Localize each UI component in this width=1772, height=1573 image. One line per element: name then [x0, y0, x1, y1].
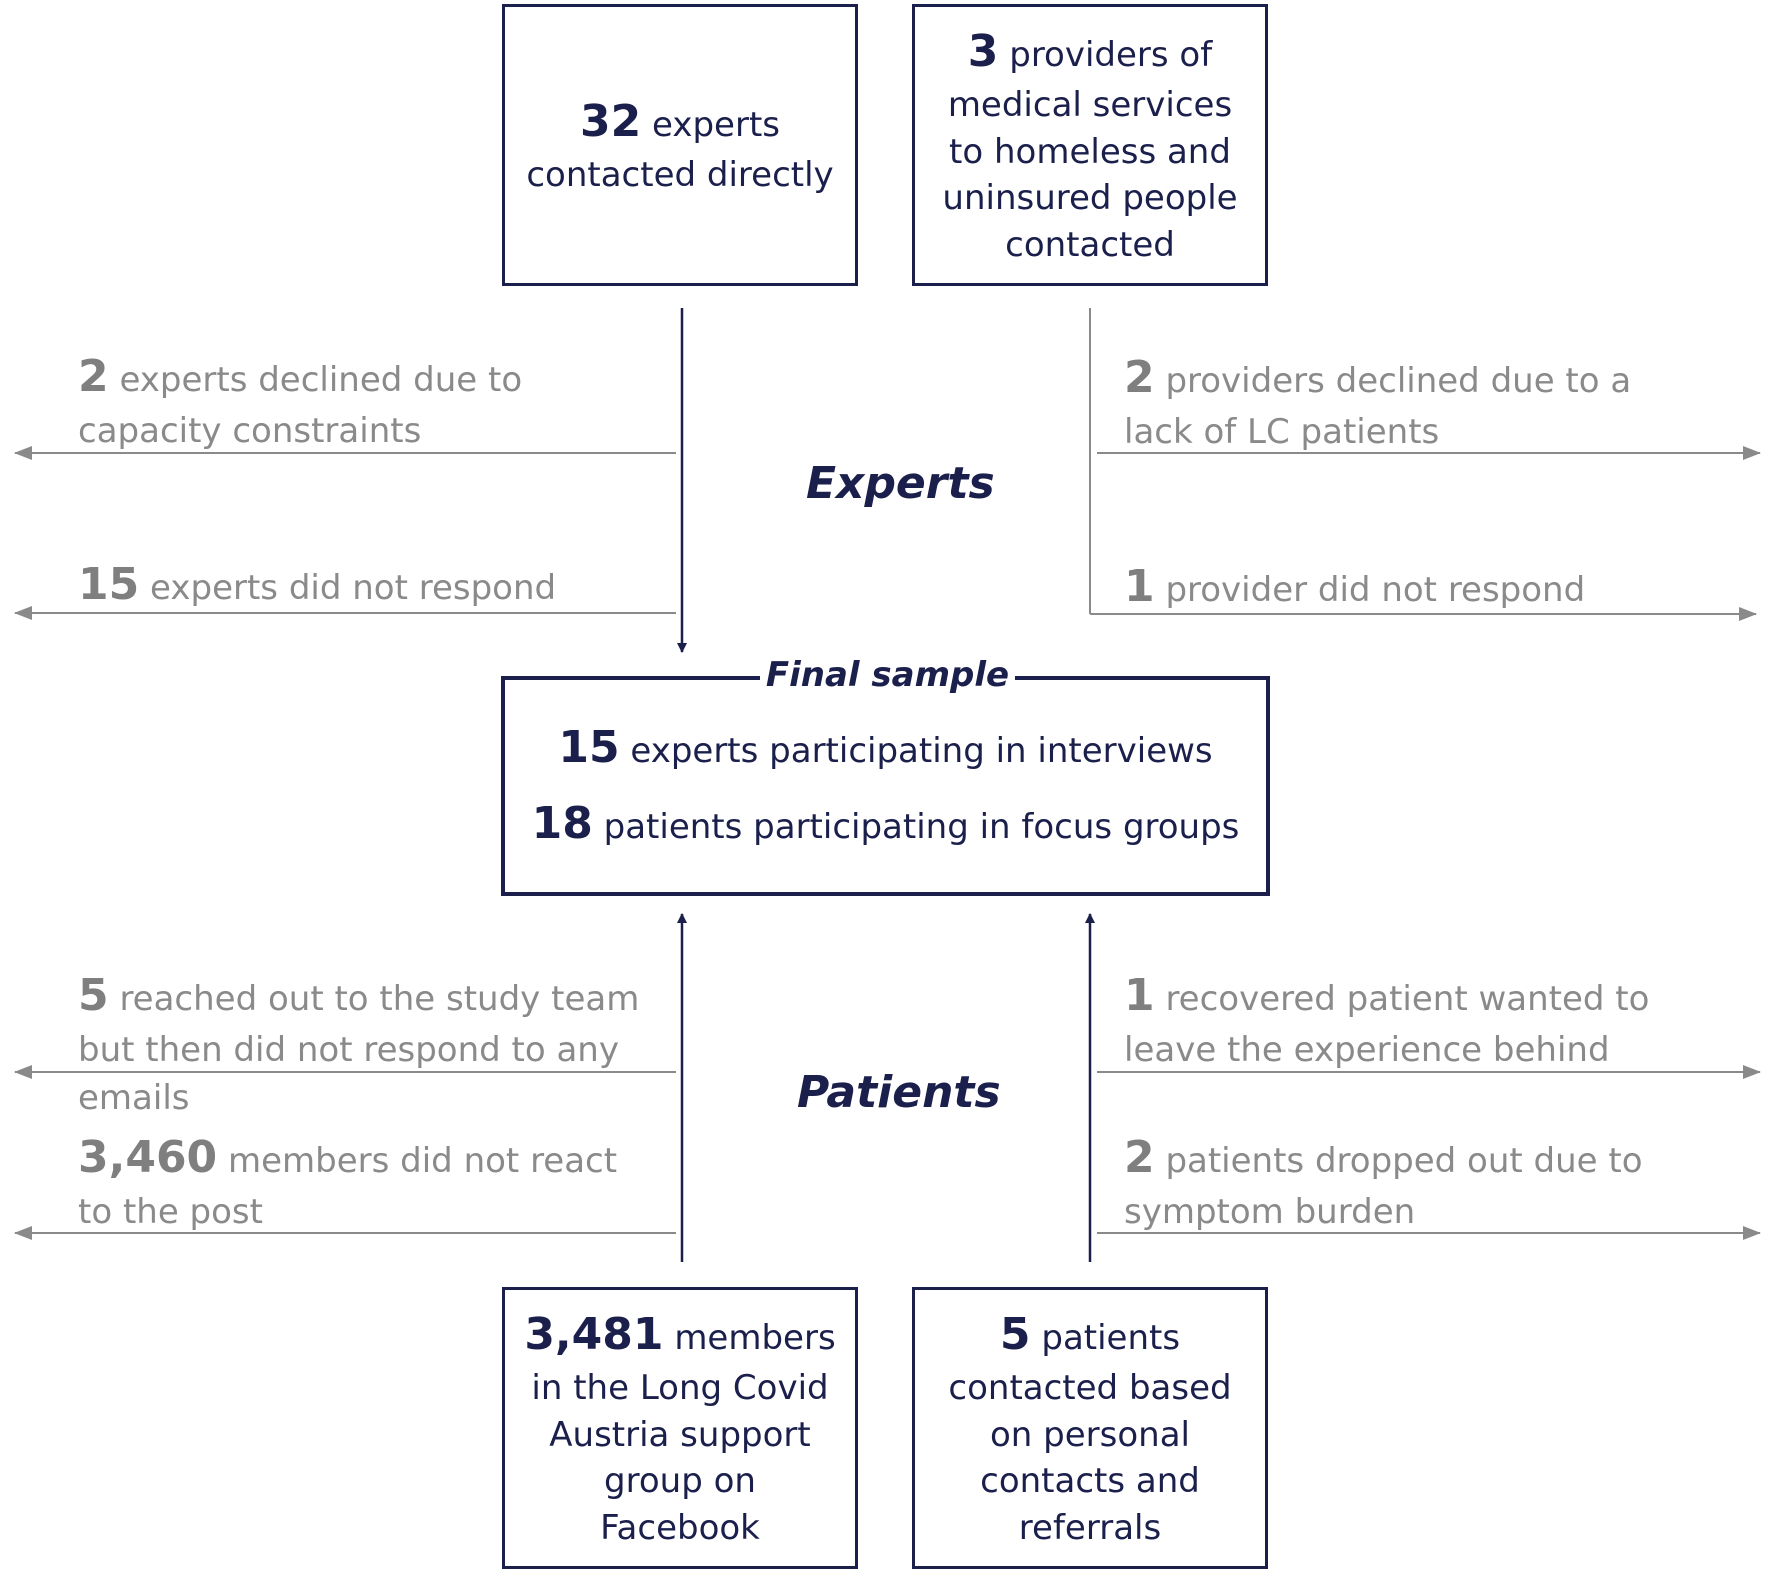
exclusion-members-no-react-text: members did not react to the post	[78, 1141, 618, 1233]
final-sample-experts-text: experts participating in interviews	[630, 730, 1213, 771]
final-sample-label: Final sample	[760, 655, 1015, 695]
exclusion-experts-no-response-count: 15	[78, 559, 140, 610]
exclusion-reached-out-text: reached out to the study team but then d…	[78, 979, 640, 1118]
personal-contacts-text: patients contacted based on personal con…	[948, 1317, 1232, 1548]
exclusion-experts-no-response: 15 experts did not respond	[78, 554, 658, 616]
exclusion-reached-out-count: 5	[78, 970, 109, 1021]
providers-contacted-text: providers of medical services to homeles…	[942, 34, 1238, 265]
exclusion-recovered-patient-text: recovered patient wanted to leave the ex…	[1124, 979, 1650, 1071]
final-sample-patients: 18 patients participating in focus group…	[532, 794, 1240, 854]
facebook-members-box: 3,481 members in the Long Covid Austria …	[502, 1287, 858, 1569]
exclusion-reached-out: 5 reached out to the study team but then…	[78, 965, 678, 1123]
exclusion-dropped-out-text: patients dropped out due to symptom burd…	[1124, 1141, 1643, 1233]
experts-contacted-count: 32	[579, 95, 642, 147]
exclusion-providers-no-response-text: provider did not respond	[1165, 570, 1586, 610]
final-sample-patients-count: 18	[531, 798, 593, 849]
facebook-members-count: 3,481	[524, 1308, 664, 1360]
final-sample-box: 15 experts participating in interviews 1…	[501, 676, 1270, 896]
exclusion-recovered-patient-count: 1	[1124, 970, 1155, 1021]
final-sample-patients-text: patients participating in focus groups	[603, 807, 1240, 847]
providers-contacted-box: 3 providers of medical services to homel…	[912, 4, 1268, 286]
experts-contacted-text: experts contacted directly	[526, 104, 834, 195]
exclusion-providers-declined-count: 2	[1124, 352, 1155, 403]
final-sample-experts: 15 experts participating in interviews	[558, 718, 1212, 778]
exclusion-dropped-out-count: 2	[1124, 1132, 1155, 1183]
exclusion-experts-declined-count: 2	[78, 351, 109, 402]
personal-contacts-count: 5	[999, 1308, 1031, 1360]
exclusion-members-no-react-count: 3,460	[78, 1132, 218, 1183]
personal-contacts-box: 5 patients contacted based on personal c…	[912, 1287, 1268, 1569]
exclusion-providers-no-response-count: 1	[1124, 561, 1155, 612]
exclusion-experts-declined: 2 experts declined due to capacity const…	[78, 346, 658, 456]
exclusion-experts-no-response-text: experts did not respond	[150, 568, 557, 608]
exclusion-members-no-react: 3,460 members did not react to the post	[78, 1127, 638, 1237]
exclusion-providers-declined: 2 providers declined due to a lack of LC…	[1124, 347, 1684, 457]
exclusion-dropped-out: 2 patients dropped out due to symptom bu…	[1124, 1127, 1684, 1237]
patients-section-label: Patients	[797, 1067, 1001, 1118]
exclusion-experts-declined-text: experts declined due to capacity constra…	[78, 360, 523, 452]
exclusion-providers-declined-text: providers declined due to a lack of LC p…	[1124, 361, 1632, 453]
final-sample-experts-count: 15	[558, 721, 620, 773]
providers-contacted-count: 3	[967, 25, 999, 77]
experts-contacted-box: 32 experts contacted directly	[502, 4, 858, 286]
exclusion-recovered-patient: 1 recovered patient wanted to leave the …	[1124, 965, 1684, 1075]
exclusion-providers-no-response: 1 provider did not respond	[1124, 556, 1704, 618]
facebook-members-text: members in the Long Covid Austria suppor…	[531, 1317, 836, 1548]
experts-section-label: Experts	[806, 458, 995, 509]
